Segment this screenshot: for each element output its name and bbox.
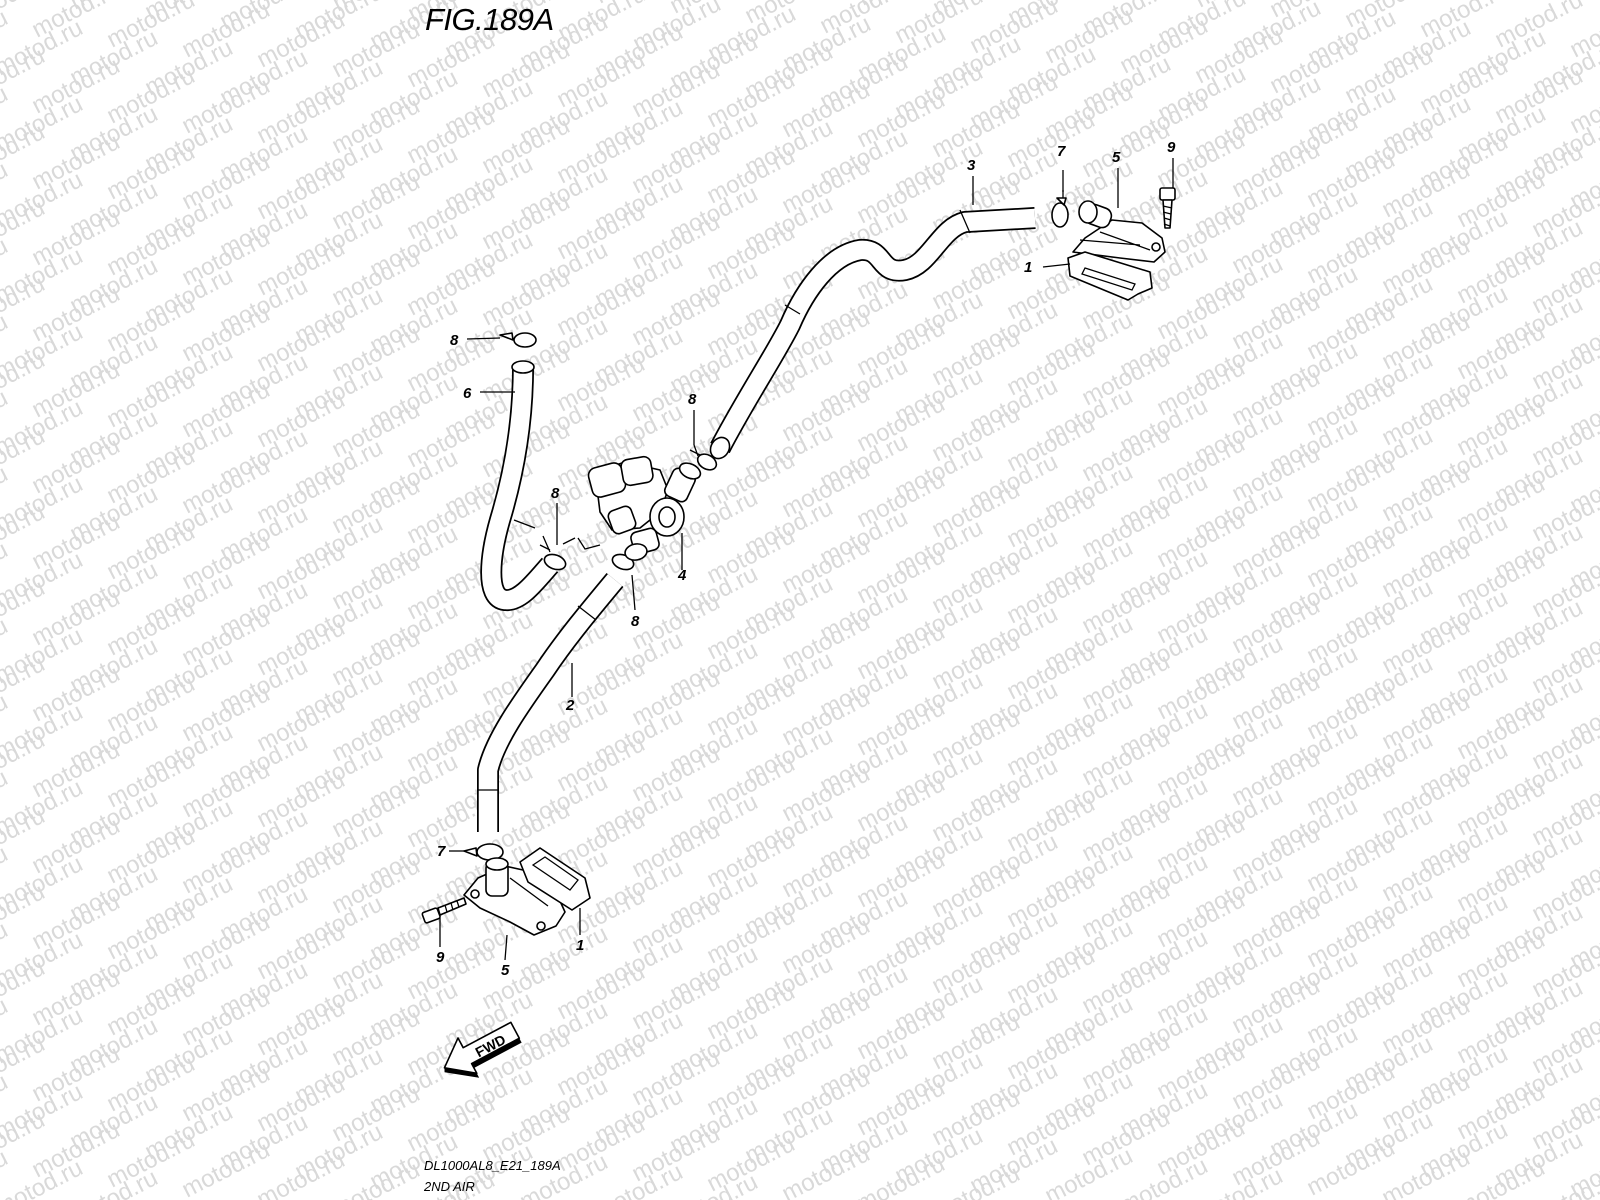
- callout-3: 3: [967, 157, 976, 174]
- callout-8-lower: 8: [631, 613, 640, 630]
- callout-8-mid-right: 8: [688, 391, 697, 408]
- callout-4: 4: [677, 567, 687, 584]
- callout-8-mid-left: 8: [551, 485, 560, 502]
- callout-9-upper: 9: [1167, 139, 1176, 156]
- callout-5-upper: 5: [1112, 149, 1121, 166]
- callout-7-lower: 7: [437, 843, 446, 860]
- callout-1-upper: 1: [1024, 259, 1032, 276]
- callout-8-top-left: 8: [450, 332, 459, 349]
- callout-5-lower: 5: [501, 962, 510, 979]
- callout-1-lower: 1: [576, 937, 584, 954]
- figure-caption: 2ND AIR: [424, 1179, 475, 1194]
- callout-9-lower: 9: [436, 949, 445, 966]
- callout-2: 2: [565, 697, 575, 714]
- figure-title: FIG.189A: [425, 2, 554, 37]
- drawing-code: DL1000AL8_E21_189A: [424, 1158, 561, 1173]
- callout-7-upper: 7: [1057, 143, 1066, 160]
- callout-6: 6: [463, 385, 472, 402]
